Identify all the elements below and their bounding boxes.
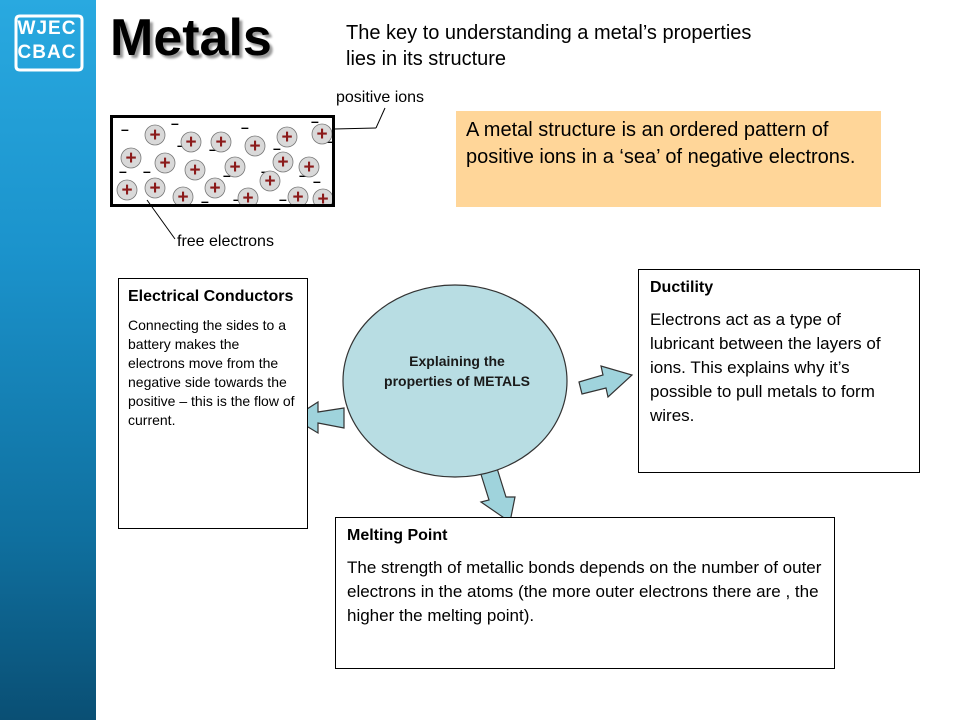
free-electrons-leader — [146, 199, 176, 240]
free-electrons-label: free electrons — [177, 233, 274, 250]
electron-symbol: – — [233, 191, 241, 204]
arrow-right — [578, 365, 634, 399]
ion-plus-symbol: + — [149, 178, 160, 199]
ductility-box: Ductility Electrons act as a type of lub… — [638, 269, 920, 473]
electron-symbol: – — [273, 140, 281, 156]
subtitle: The key to understanding a metal’s prope… — [346, 22, 752, 70]
ion-plus-symbol: + — [189, 160, 200, 181]
ion-plus-symbol: + — [303, 157, 314, 178]
ion-plus-symbol: + — [281, 127, 292, 148]
ion-plus-symbol: + — [317, 189, 328, 204]
electron-symbol: – — [223, 167, 231, 183]
electron-symbol: – — [177, 137, 185, 153]
ion-plus-symbol: + — [249, 136, 260, 157]
positive-ion — [154, 152, 176, 174]
positive-ion — [144, 124, 166, 146]
logo-text-cbac: CBAC — [17, 42, 77, 63]
positive-ion — [180, 131, 202, 153]
positive-ion — [144, 177, 166, 199]
logo-text-wjec: WJEC — [17, 18, 77, 39]
positive-ion — [298, 156, 320, 178]
positive-ion — [204, 177, 226, 199]
ion-plus-symbol: + — [125, 148, 136, 169]
melting-point-text: The strength of metallic bonds depends o… — [347, 558, 822, 625]
ion-plus-symbol: + — [159, 153, 170, 174]
ion-plus-symbol: + — [121, 180, 132, 201]
electrical-conductors-heading: Electrical Conductors — [128, 288, 294, 305]
positive-ions-leader — [375, 107, 386, 129]
electron-symbol: – — [313, 173, 321, 189]
definition-callout: A metal structure is an ordered pattern … — [456, 111, 881, 207]
positive-ion — [244, 135, 266, 157]
positive-ion — [224, 156, 246, 178]
ion-plus-symbol: + — [242, 188, 253, 204]
lattice-drawing: ––––––––––––––––––++++++++++++++++++++ — [116, 113, 334, 210]
positive-ion — [120, 147, 142, 169]
positive-ions-label: positive ions — [336, 89, 425, 106]
electron-symbol: – — [171, 118, 179, 131]
electron-symbol: – — [311, 118, 319, 129]
ion-plus-symbol: + — [209, 178, 220, 199]
ductility-heading: Ductility — [650, 279, 714, 296]
electron-symbol: – — [261, 163, 269, 179]
positive-ions-leader-2 — [333, 127, 377, 130]
electron-symbol: – — [279, 191, 287, 204]
melting-point-heading: Melting Point — [347, 527, 448, 544]
positive-ion — [276, 126, 298, 148]
positive-ion — [210, 131, 232, 153]
ion-plus-symbol: + — [229, 157, 240, 178]
melting-point-box: Melting Point The strength of metallic b… — [335, 517, 835, 669]
positive-ion — [272, 151, 294, 173]
ion-plus-symbol: + — [292, 187, 303, 204]
electron-symbol: – — [209, 141, 217, 157]
metal-lattice-diagram: ––––––––––––––––––++++++++++++++++++++ — [110, 113, 335, 210]
electron-symbol: – — [121, 121, 129, 137]
electron-symbol: – — [201, 193, 209, 204]
ion-plus-symbol: + — [264, 171, 275, 192]
positive-ion — [184, 159, 206, 181]
ion-plus-symbol: + — [215, 132, 226, 153]
positive-ion — [259, 170, 281, 192]
electron-symbol: – — [241, 119, 249, 135]
wjec-logo — [14, 14, 84, 72]
electron-symbol: – — [119, 163, 127, 179]
ion-plus-symbol: + — [316, 124, 327, 145]
ion-plus-symbol: + — [277, 152, 288, 173]
electrical-conductors-text: Connecting the sides to a battery makes … — [128, 317, 295, 428]
electron-symbol: – — [143, 163, 151, 179]
ductility-text: Electrons act as a type of lubricant bet… — [650, 310, 881, 425]
ion-plus-symbol: + — [149, 125, 160, 146]
ion-plus-symbol: + — [177, 187, 188, 204]
sidebar-band: WJEC CBAC — [0, 0, 96, 720]
positive-ion — [116, 179, 138, 201]
central-ellipse — [342, 284, 568, 478]
page-title: Metals — [110, 9, 272, 67]
electrical-conductors-box: Electrical Conductors Connecting the sid… — [118, 278, 308, 529]
central-ellipse-text: Explaining the properties of METALS — [384, 353, 530, 389]
ion-plus-symbol: + — [185, 132, 196, 153]
